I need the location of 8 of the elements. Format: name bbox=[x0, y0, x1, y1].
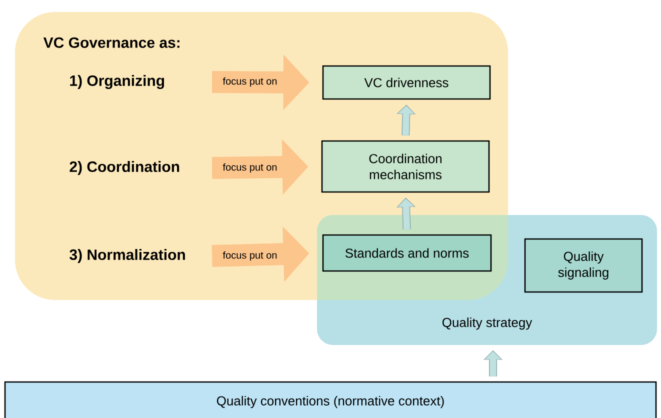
concept-box: Standards and norms bbox=[322, 234, 492, 272]
governance-item: 3) Normalization bbox=[70, 249, 185, 263]
concept-box: VC drivenness bbox=[322, 65, 491, 100]
concept-box: Coordination mechanisms bbox=[321, 140, 490, 193]
governance-item: 2) Coordination bbox=[70, 161, 180, 175]
context-bar: Quality conventions (normative context) bbox=[4, 381, 657, 418]
governance-item: 1) Organizing bbox=[70, 74, 164, 90]
concept-box: Quality signaling bbox=[524, 238, 643, 293]
